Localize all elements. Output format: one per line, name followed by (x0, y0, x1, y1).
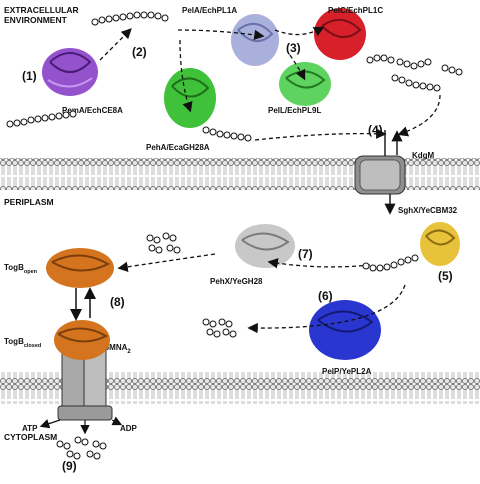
tomna2-label: ToMNA2 (100, 343, 131, 355)
step-6: (6) (318, 289, 333, 303)
togb-closed-protein (54, 320, 110, 360)
pell-label: PelL/EchPL9L (268, 106, 321, 115)
step-8: (8) (110, 295, 125, 309)
oligomer-cluster-3 (56, 436, 107, 460)
togb-closed-label: TogBclosed (4, 337, 41, 349)
kdgm-label: KdgM (412, 151, 435, 160)
togb-open-label: TogBopen (4, 263, 38, 275)
peha-protein (164, 68, 216, 128)
pema-protein (42, 48, 98, 96)
togb-open-protein (46, 248, 114, 288)
pectin-chain-2 (91, 11, 169, 26)
pelc-label: PelC/EchPL1C (328, 6, 383, 15)
pell-protein (279, 62, 331, 106)
pectin-chains (6, 11, 463, 460)
cytoplasm-label: CYTOPLASM (4, 432, 57, 442)
step-1: (1) (22, 69, 37, 83)
pectin-chain-4 (366, 54, 463, 92)
pehx-protein (235, 224, 295, 268)
environment-label: ENVIRONMENT (4, 15, 68, 25)
pelp-label: PelP/YePL2A (322, 367, 372, 376)
pectin-chain-3 (202, 126, 252, 142)
pela-protein (231, 14, 279, 66)
pelp-protein (309, 300, 381, 360)
pectin-chain-5 (362, 254, 419, 272)
step-2: (2) (132, 45, 147, 59)
sghx-protein (420, 222, 460, 266)
pela-label: PelA/EchPL1A (182, 6, 237, 15)
atp-label: ATP (22, 424, 38, 433)
periplasm-label: PERIPLASM (4, 197, 54, 207)
adp-label: ADP (120, 424, 138, 433)
step-5: (5) (438, 269, 453, 283)
step-7: (7) (298, 247, 313, 261)
kdgm-porin (354, 130, 406, 215)
flow-arrows (99, 26, 441, 334)
pehx-label: PehX/YeGH28 (210, 277, 263, 286)
outer-membrane (0, 158, 480, 190)
pelc-protein (314, 8, 366, 60)
pema-label: PemA/EchCE8A (62, 106, 123, 115)
step-3: (3) (286, 41, 301, 55)
oligomer-cluster-2 (202, 318, 237, 338)
sghx-label: SghX/YeCBM32 (398, 206, 458, 215)
pectin-chain-1 (6, 110, 77, 128)
peha-label: PehA/EcaGH28A (146, 143, 210, 152)
extracellular-label: EXTRACELLULAR (4, 5, 79, 15)
step-9: (9) (62, 459, 77, 473)
step-4: (4) (368, 123, 383, 137)
oligomer-cluster-1 (146, 232, 181, 254)
